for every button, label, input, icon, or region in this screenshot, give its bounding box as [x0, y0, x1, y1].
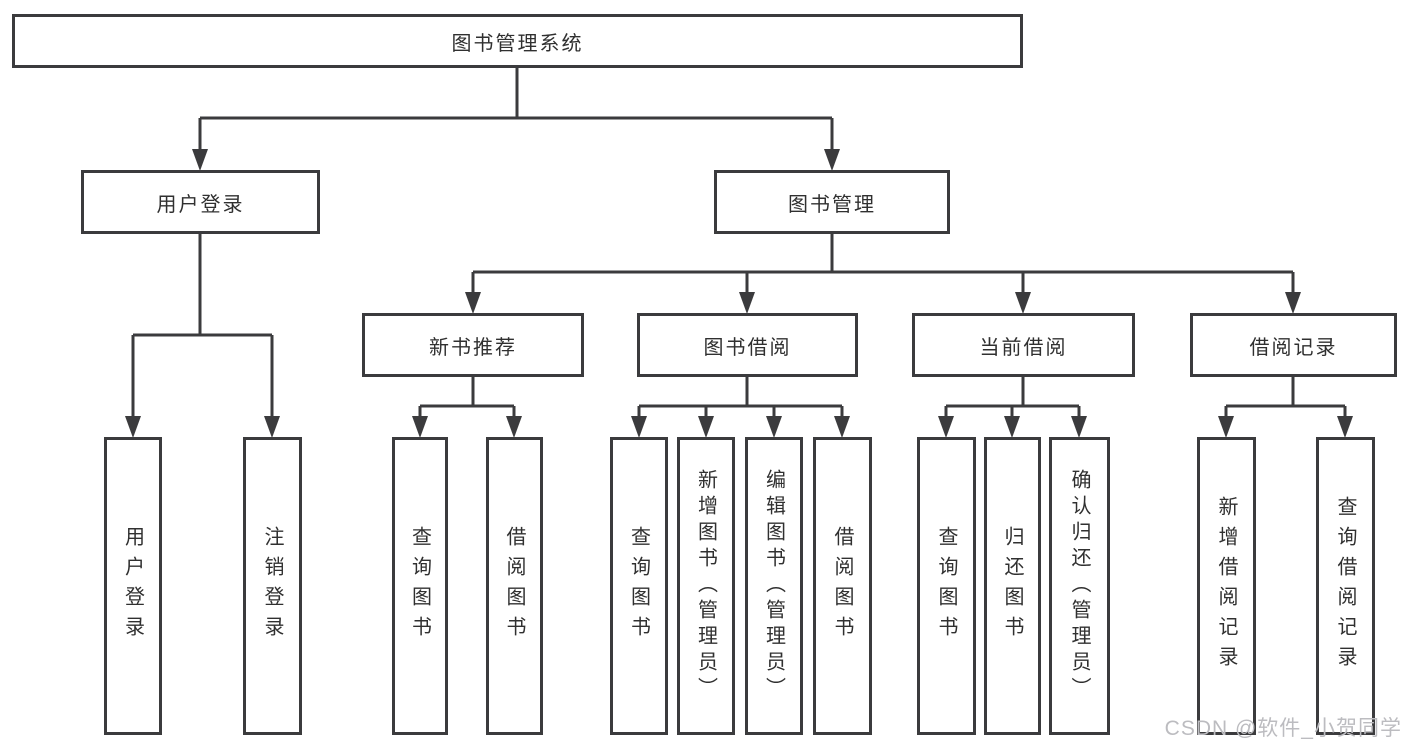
watermark: CSDN @软件_小贺同学 — [1164, 717, 1402, 740]
connector-book-borrow-to-leaves — [631, 377, 850, 438]
node-new-book-recommend: 新书推荐 — [362, 313, 584, 377]
leaf-confirm-return-admin: 确认归还（管理员） — [1049, 437, 1110, 735]
leaf-query-books-current: 查询图书 — [917, 437, 976, 735]
leaf-user-login: 用户登录 — [104, 437, 162, 735]
leaf-add-borrow-record: 新增借阅记录 — [1197, 437, 1256, 735]
node-root: 图书管理系统 — [12, 14, 1023, 68]
leaf-query-books-recommend: 查询图书 — [392, 437, 448, 735]
leaf-borrow-books: 借阅图书 — [813, 437, 872, 735]
connector-root-to-level2 — [192, 68, 840, 171]
leaf-add-book-admin: 新增图书（管理员） — [677, 437, 735, 735]
node-user-login: 用户登录 — [81, 170, 320, 234]
leaf-borrow-books-recommend: 借阅图书 — [486, 437, 543, 735]
node-current-borrow: 当前借阅 — [912, 313, 1135, 377]
node-book-management: 图书管理 — [714, 170, 950, 234]
leaf-query-borrow-record: 查询借阅记录 — [1316, 437, 1375, 735]
leaf-query-books-borrow: 查询图书 — [610, 437, 668, 735]
leaf-logout: 注销登录 — [243, 437, 302, 735]
connector-book-management-to-level3 — [465, 234, 1301, 314]
node-book-borrow: 图书借阅 — [637, 313, 858, 377]
connector-current-borrow-to-leaves — [938, 377, 1087, 438]
connector-borrow-records-to-leaves — [1218, 377, 1353, 438]
node-borrow-records: 借阅记录 — [1190, 313, 1397, 377]
leaf-return-books: 归还图书 — [984, 437, 1041, 735]
connector-new-book-recommend-to-leaves — [412, 377, 522, 438]
connector-user-login-to-leaves — [125, 234, 280, 438]
leaf-edit-book-admin: 编辑图书（管理员） — [745, 437, 803, 735]
